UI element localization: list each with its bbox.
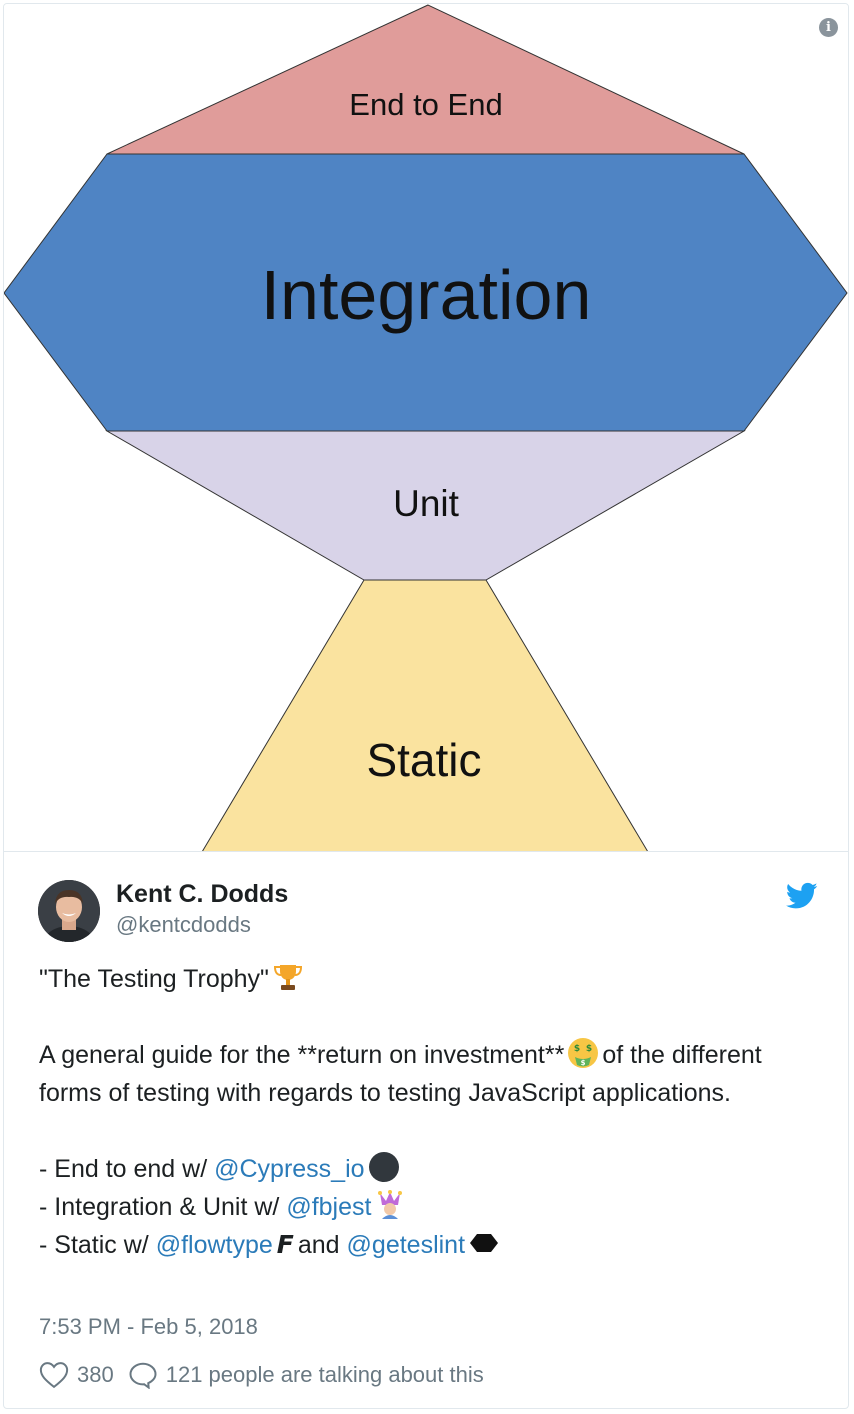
list-item-prefix: - Static w/ <box>39 1231 156 1259</box>
list-item-prefix: - Integration & Unit w/ <box>39 1193 287 1221</box>
svg-text:$: $ <box>581 1059 586 1067</box>
testing-trophy-diagram: End to End Integration Unit Static <box>4 4 848 852</box>
info-icon[interactable]: i <box>819 18 838 37</box>
author-avatar[interactable] <box>38 880 100 942</box>
media-divider <box>4 851 848 852</box>
and-text: and <box>297 1231 347 1259</box>
like-button[interactable]: 380 <box>39 1361 114 1389</box>
svg-text:$: $ <box>586 1044 592 1054</box>
black-circle-icon <box>368 1152 399 1182</box>
trophy-icon <box>273 965 302 990</box>
tweet-para2-part-b: of the different forms of testing with r… <box>39 1041 762 1107</box>
mention-geteslint-link[interactable]: @geteslint <box>346 1231 466 1259</box>
twitter-bird-icon[interactable] <box>786 882 818 910</box>
svg-text:$: $ <box>574 1044 580 1054</box>
end-to-end-label: End to End <box>349 87 502 122</box>
tweet-actions: 380 121 people are talking about this <box>39 1358 484 1392</box>
mention-cypress-link[interactable]: @Cypress_io <box>214 1155 365 1183</box>
tweet-list-item-cypress: - End to end w/ @Cypress_io <box>39 1150 819 1188</box>
static-section <box>201 579 649 852</box>
jester-icon <box>378 1190 403 1219</box>
tweet-title-text: "The Testing Trophy" <box>39 965 269 993</box>
money-mouth-face-icon: $$$ <box>568 1038 599 1068</box>
speech-bubble-icon <box>129 1362 157 1389</box>
tweet-text: "The Testing Trophy" A general guide for… <box>39 960 819 1264</box>
tweet-body: Kent C. Dodds @kentcdodds "The Testing T… <box>4 852 848 1408</box>
mention-flowtype-link[interactable]: @flowtype <box>155 1231 273 1259</box>
tweet-para2-part-a: A general guide for the **return on inve… <box>39 1041 565 1069</box>
tweet-list-item-jest: - Integration & Unit w/ @fbjest <box>39 1188 819 1226</box>
end-to-end-section <box>106 4 745 155</box>
list-item-prefix: - End to end w/ <box>39 1155 215 1183</box>
black-hexagon-icon <box>470 1234 499 1252</box>
tweet-timestamp[interactable]: 7:53 PM - Feb 5, 2018 <box>39 1314 258 1339</box>
mention-fbjest-link[interactable]: @fbjest <box>286 1193 372 1221</box>
tweet-paragraph-2: A general guide for the **return on inve… <box>39 1036 819 1112</box>
unit-label: Unit <box>393 483 460 524</box>
testing-trophy-image[interactable]: End to End Integration Unit Static i <box>4 4 848 852</box>
like-count: 380 <box>77 1362 114 1387</box>
heart-icon <box>39 1362 69 1389</box>
author-handle[interactable]: @kentcdodds <box>116 912 251 937</box>
integration-label: Integration <box>261 256 592 334</box>
reply-conversation-link[interactable]: 121 people are talking about this <box>128 1361 484 1389</box>
avatar-photo <box>38 880 100 942</box>
tweet-line-1: "The Testing Trophy" <box>39 960 819 998</box>
conversation-count-text: 121 people are talking about this <box>165 1362 484 1387</box>
author-name[interactable]: Kent C. Dodds <box>116 880 289 908</box>
flow-f-glyph: F <box>276 1230 294 1259</box>
tweet-embed-card: End to End Integration Unit Static i Ken… <box>3 3 849 1409</box>
static-label: Static <box>366 734 481 786</box>
